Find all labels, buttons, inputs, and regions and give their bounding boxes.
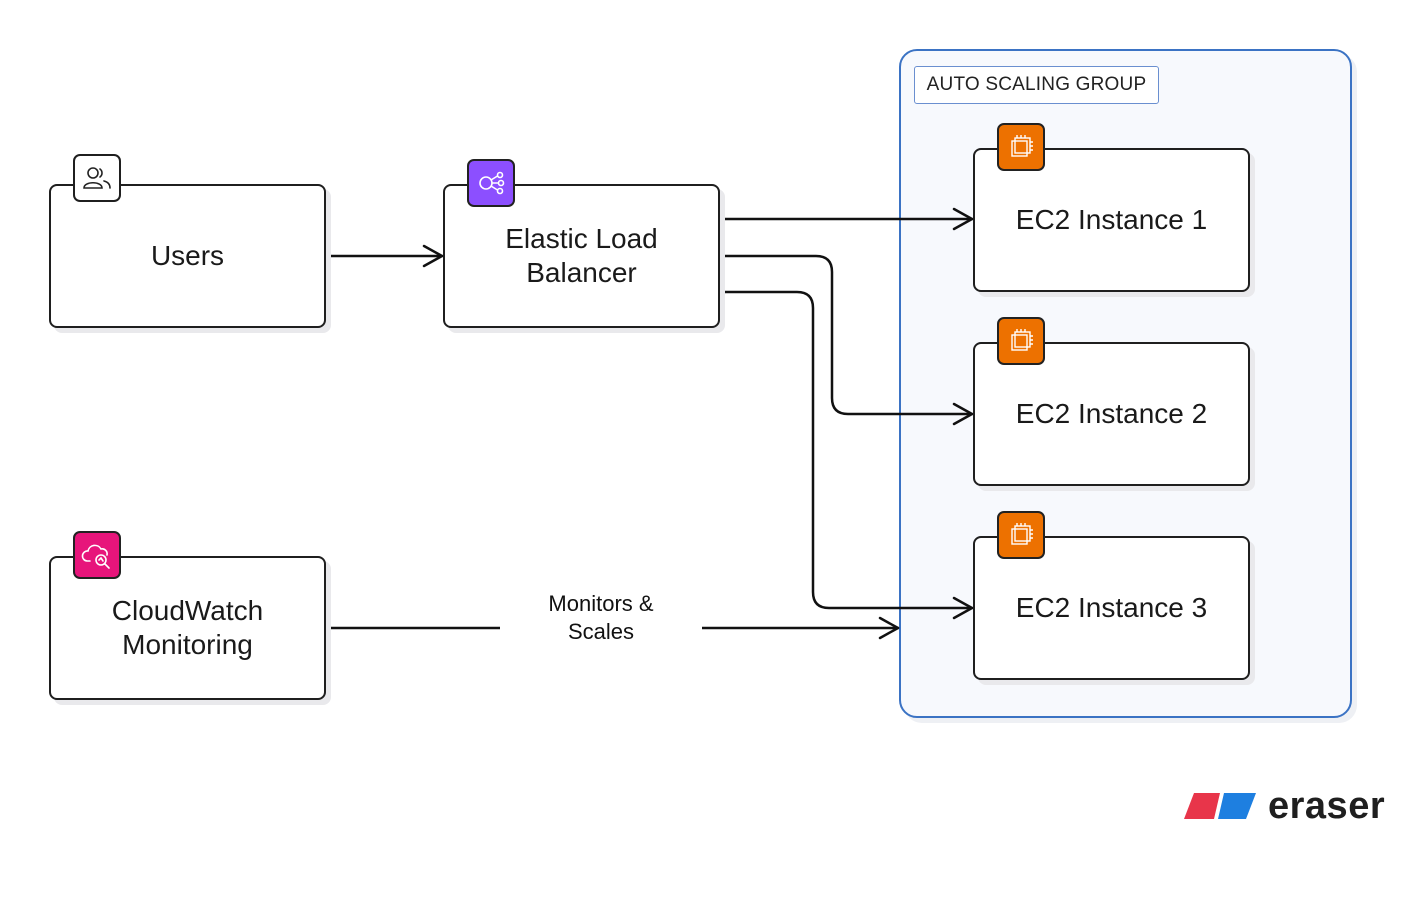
edge-label-monitors-scales: Monitors & Scales — [500, 590, 702, 650]
node-ec2-2-label: EC2 Instance 2 — [1015, 398, 1208, 429]
eraser-logo-icon — [1184, 793, 1256, 819]
node-cloudwatch[interactable]: CloudWatch Monitoring — [49, 556, 326, 700]
node-ec2-3-label: EC2 Instance 3 — [1015, 592, 1208, 623]
arrowhead-ec2-2 — [952, 402, 974, 426]
node-ec2-instance-2[interactable]: EC2 Instance 2 — [973, 342, 1250, 486]
users-icon — [73, 154, 121, 202]
arrowhead-group — [878, 616, 900, 640]
edge-elb-to-ec2-2 — [718, 254, 974, 416]
eraser-brand-name: eraser — [1268, 784, 1386, 827]
edge-elb-to-ec2-3 — [718, 290, 974, 610]
load-balancer-icon — [467, 159, 515, 207]
node-ec2-1-label: EC2 Instance 1 — [1015, 204, 1208, 235]
eraser-brand: eraser — [1184, 784, 1386, 827]
auto-scaling-group-label: AUTO SCALING GROUP — [914, 66, 1159, 104]
node-cloudwatch-label: CloudWatch Monitoring — [111, 595, 264, 660]
node-users-label: Users — [150, 240, 225, 271]
arrowhead-elb — [422, 244, 444, 268]
node-elb-label: Elastic Load Balancer — [505, 223, 658, 288]
arrowhead-ec2-1 — [952, 207, 974, 231]
ec2-icon — [997, 511, 1045, 559]
node-ec2-instance-1[interactable]: EC2 Instance 1 — [973, 148, 1250, 292]
node-users[interactable]: Users — [49, 184, 326, 328]
ec2-icon — [997, 123, 1045, 171]
cloudwatch-icon — [73, 531, 121, 579]
node-ec2-instance-3[interactable]: EC2 Instance 3 — [973, 536, 1250, 680]
node-elastic-load-balancer[interactable]: Elastic Load Balancer — [443, 184, 720, 328]
ec2-icon — [997, 317, 1045, 365]
arrowhead-ec2-3 — [952, 596, 974, 620]
